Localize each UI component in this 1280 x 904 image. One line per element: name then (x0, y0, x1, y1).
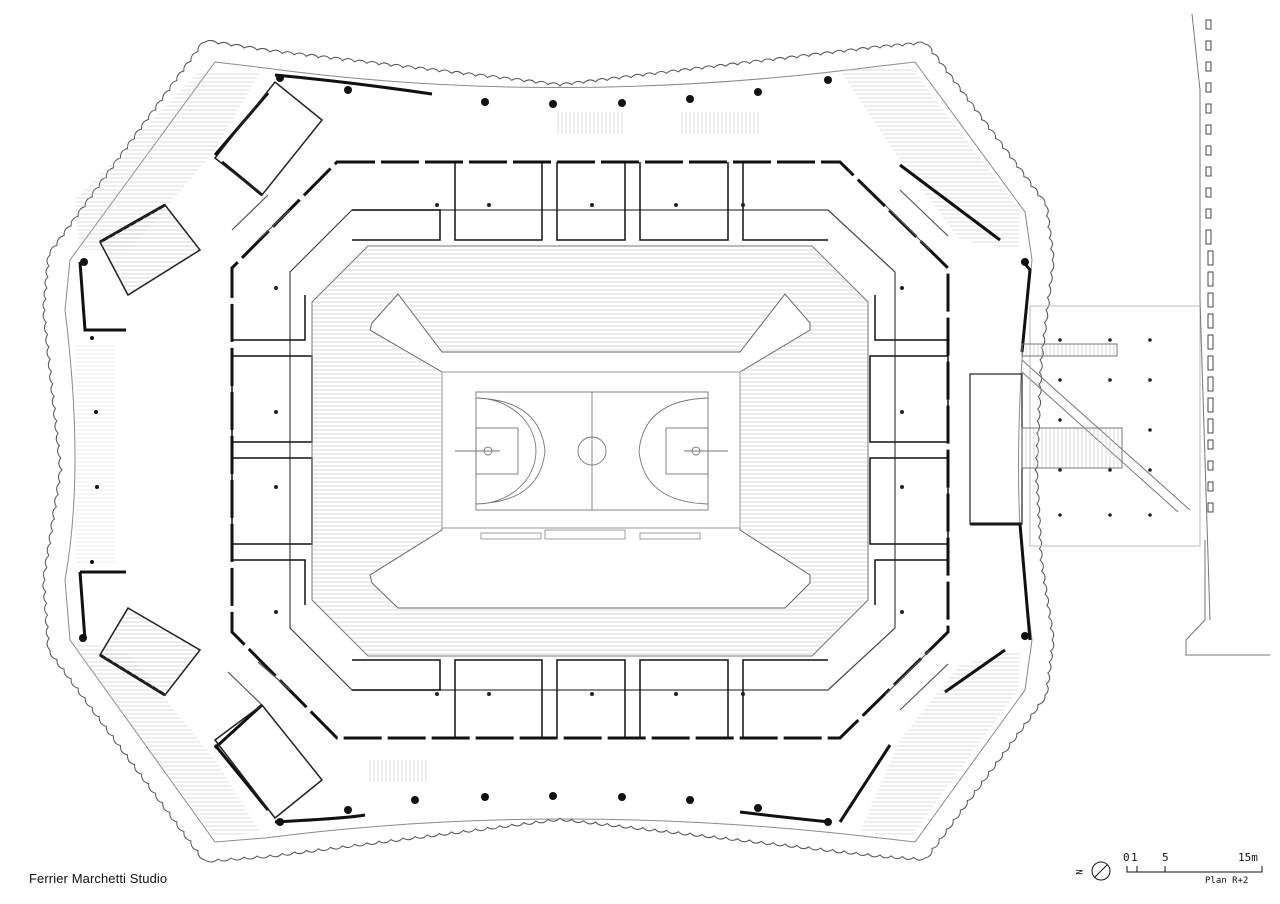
facade-element (1207, 502, 1214, 513)
scale-tick-1: 1 (1131, 851, 1138, 864)
scale-bar (1126, 866, 1263, 873)
facade-element (1205, 82, 1212, 93)
scale-tick-15m: 15m (1238, 851, 1258, 864)
facade-element (1205, 61, 1212, 72)
facade-element (1205, 124, 1212, 135)
facade-element (1207, 313, 1214, 329)
facade-element (1205, 187, 1212, 198)
bottom-suites (352, 659, 828, 738)
outer-facade-wavy (42, 39, 1055, 863)
facade-element (1207, 376, 1214, 392)
north-arrow-icon (1091, 861, 1111, 881)
inner-facade-outline (64, 61, 1033, 843)
scale-tick-5: 5 (1162, 851, 1169, 864)
basketball-court (455, 391, 728, 511)
concourse-seating-hatch (75, 66, 1020, 838)
facade-element (1207, 481, 1214, 492)
facade-element (1205, 103, 1212, 114)
facade-element (1207, 460, 1214, 471)
facade-element (1207, 355, 1214, 371)
north-label: N (1075, 869, 1086, 875)
box-ring-inner (289, 209, 896, 691)
east-facade-elements (1205, 19, 1214, 513)
facade-element (1207, 292, 1214, 308)
top-suites (352, 162, 828, 241)
facade-element (1205, 40, 1212, 51)
scale-tick-0: 0 (1123, 851, 1130, 864)
structural-columns (79, 74, 1029, 826)
facade-element (1205, 145, 1212, 156)
facade-element (1207, 334, 1214, 350)
facade-element (1205, 166, 1212, 177)
court-floor (441, 371, 741, 529)
corner-stairs (98, 80, 324, 820)
east-annex-dots (1058, 338, 1152, 517)
facade-element (1205, 208, 1212, 219)
small-columns (90, 336, 99, 564)
facade-element (1205, 19, 1212, 30)
facade-element (1207, 271, 1214, 287)
plan-level-label: Plan R+2 (1205, 876, 1249, 886)
box-dots (274, 203, 904, 696)
facade-element (1205, 229, 1212, 245)
diagonal-corridors (227, 189, 949, 711)
scorers-table (480, 529, 701, 540)
facade-element (1207, 439, 1214, 450)
box-ring-outer (230, 160, 950, 740)
facade-element (1207, 418, 1214, 434)
east-annex (969, 13, 1270, 656)
facade-element (1207, 397, 1214, 413)
facade-element (1207, 250, 1214, 266)
studio-credit: Ferrier Marchetti Studio (29, 871, 168, 886)
side-suites (231, 295, 949, 605)
